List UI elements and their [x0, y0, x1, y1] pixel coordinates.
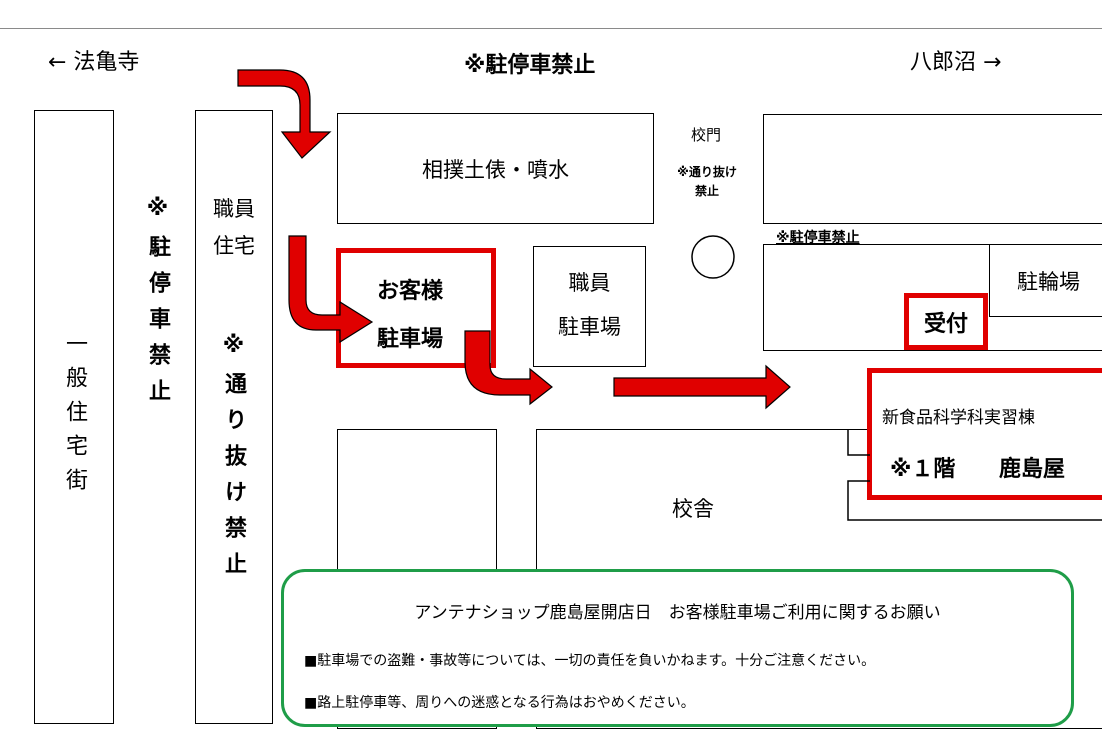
new-building-label: 新食品科学科実習棟 — [882, 408, 1035, 428]
no-parking-vertical: ※駐停車禁止 — [141, 196, 175, 476]
notice-panel: アンテナショップ鹿島屋開店日 お客様駐車場ご利用に関するお願い ■駐車場での盗難… — [281, 569, 1074, 727]
direction-left-label: ← 法亀寺 — [48, 50, 140, 75]
arrow-to-building — [613, 364, 791, 410]
bicycle-parking-label: 駐輪場 — [1017, 269, 1080, 294]
staff-parking-box: 職員 駐車場 — [533, 246, 646, 367]
store-floor-label: ※１階 — [890, 457, 956, 482]
arrow-entry — [237, 69, 332, 159]
gate-notice-line1: ※通り抜け — [677, 165, 737, 179]
school-building-label: 校舎 — [672, 497, 714, 521]
staff-housing-label: 職員住宅 — [213, 197, 255, 258]
no-through-vertical-label: ※通り抜け禁止 — [221, 333, 246, 588]
notice-line-1: ■駐車場での盗難・事故等については、一切の責任を負いかねます。十分ご注意ください… — [304, 653, 876, 669]
right-no-parking-label: ※駐停車禁止 — [776, 230, 860, 246]
staff-parking-line2: 駐車場 — [558, 315, 621, 339]
new-building-box: 新食品科学科実習棟 ※１階 鹿島屋 — [867, 368, 1102, 500]
building-connector — [847, 429, 1102, 521]
gate-notice-line2: 禁止 — [694, 184, 719, 198]
gate-no-through-notice: ※通り抜け 禁止 — [662, 163, 752, 201]
fountain-circle — [691, 235, 735, 279]
reception-box: 受付 — [904, 293, 988, 350]
residential-label: 一般住宅街 — [62, 332, 87, 502]
school-gate-label: 校門 — [690, 126, 721, 144]
bicycle-parking-area: 駐輪場 — [989, 244, 1102, 317]
staff-parking-line1: 職員 — [568, 271, 611, 295]
direction-right-label: 八郎沼 → — [910, 50, 1002, 75]
reception-label: 受付 — [923, 311, 968, 337]
notice-line-2: ■路上駐停車等、周りへの迷惑となる行為はおやめください。 — [304, 695, 695, 711]
no-parking-vertical-label: ※駐停車禁止 — [145, 196, 170, 415]
sumo-fountain-label: 相撲土俵・噴水 — [422, 157, 569, 182]
sumo-fountain-area: 相撲土俵・噴水 — [337, 113, 654, 224]
guest-parking-line2: 駐車場 — [377, 327, 444, 352]
arrow-from-guest-parking — [464, 330, 553, 406]
residential-area: 一般住宅街 — [34, 110, 114, 724]
right-top-building — [763, 114, 1102, 224]
no-through-vertical: ※通り抜け禁止 — [217, 333, 434, 592]
staff-housing-area: 職員住宅 ※通り抜け禁止 — [195, 110, 273, 724]
notice-title: アンテナショップ鹿島屋開店日 お客様駐車場ご利用に関するお願い — [414, 603, 941, 623]
top-divider — [0, 28, 1102, 29]
top-no-parking-label: ※駐停車禁止 — [464, 53, 596, 78]
arrow-to-guest-parking — [288, 235, 374, 344]
guest-parking-line1: お客様 — [377, 279, 444, 304]
store-name-label: 鹿島屋 — [999, 457, 1066, 482]
